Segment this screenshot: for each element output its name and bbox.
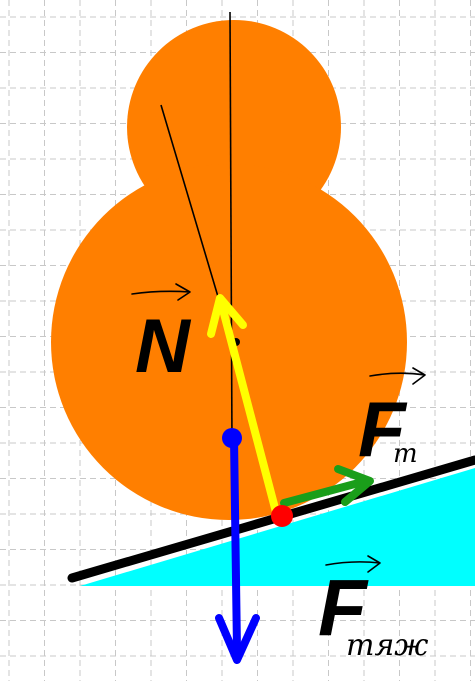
center-of-mass-point — [222, 428, 242, 448]
gravity-force-label: F тяж — [318, 555, 428, 663]
gravity-force-subscript: тяж — [346, 628, 428, 663]
gravity-force-arrow — [215, 428, 260, 664]
friction-force-label: F т — [358, 367, 426, 473]
normal-force-arrow — [207, 294, 280, 516]
normal-guide-line — [160, 104, 220, 301]
vector-arrow-over-f-gravity — [325, 555, 381, 573]
gravity-force-letter: F — [318, 563, 369, 652]
friction-force-letter: F — [358, 385, 408, 473]
friction-force-arrow — [280, 465, 374, 507]
contact-point — [271, 505, 293, 527]
vertical-axis-line — [229, 11, 233, 446]
vector-arrow-over-n — [131, 283, 191, 301]
friction-force-subscript: т — [393, 439, 418, 469]
normal-force-label: N — [131, 283, 192, 389]
vector-arrow-over-f-friction — [369, 367, 426, 385]
normal-force-letter: N — [135, 304, 192, 389]
incline-surface — [80, 468, 475, 586]
